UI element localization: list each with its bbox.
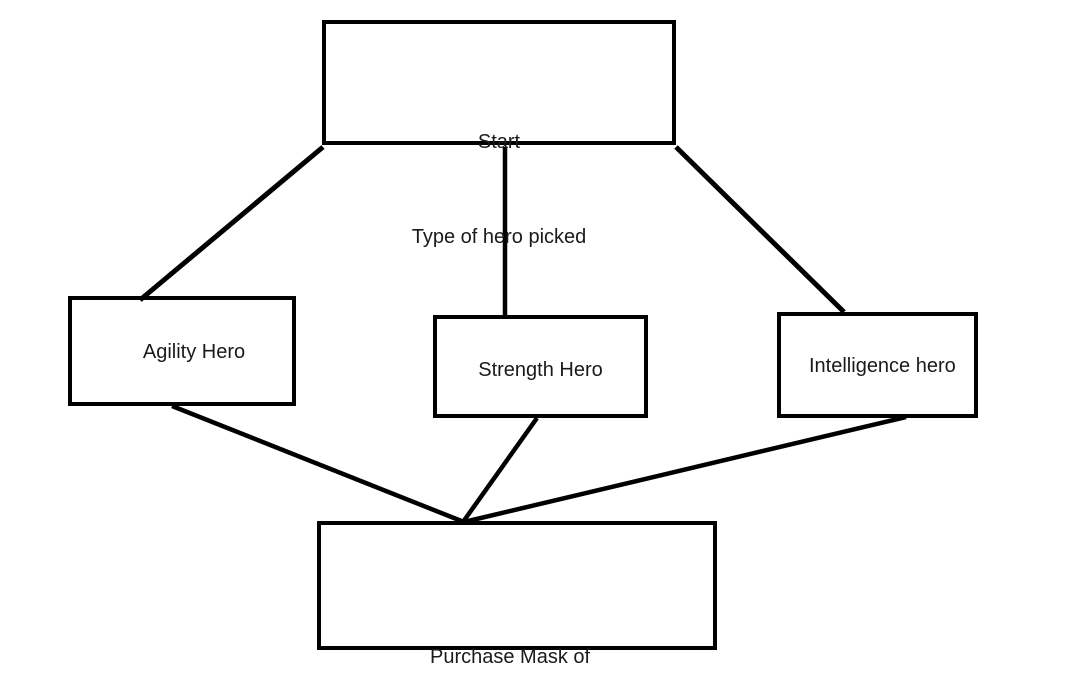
- edge-start-to-agility: [138, 145, 325, 302]
- node-start-label-line2: Type of hero picked: [411, 226, 587, 248]
- edge-start-to-intelligence: [674, 145, 846, 314]
- node-agility-hero-label: Agility Hero: [142, 341, 246, 363]
- edge-intelligence-to-purchase: [463, 414, 907, 525]
- node-strength-hero-label: Strength Hero: [478, 359, 603, 381]
- edge-agility-to-purchase: [171, 403, 465, 525]
- node-start-label: Start Type of hero picked: [322, 70, 676, 310]
- node-purchase-mask-of-madness-label: Purchase Mask of Madness: [430, 585, 690, 696]
- node-start[interactable]: [322, 20, 676, 145]
- node-intelligence-hero-label: Intelligence hero: [809, 355, 956, 377]
- edge-strength-to-purchase: [461, 416, 539, 524]
- node-purchase-label-line1: Purchase Mask of: [430, 646, 591, 668]
- node-start-label-line1: Start: [477, 131, 521, 153]
